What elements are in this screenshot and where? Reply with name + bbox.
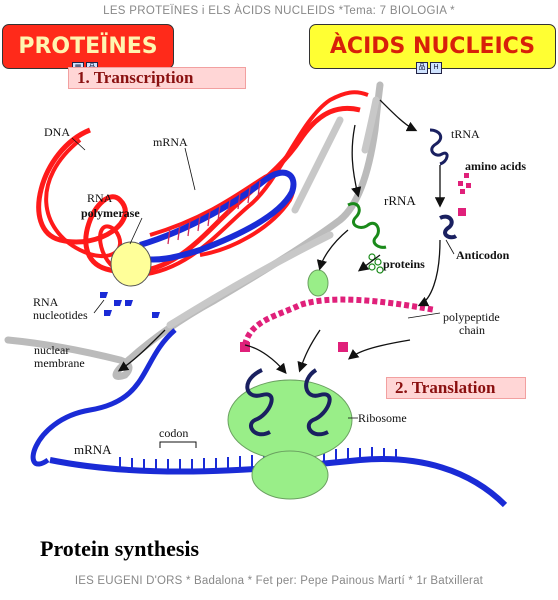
rna-polymerase <box>110 241 152 287</box>
translation-banner: 2. Translation <box>386 377 526 399</box>
amino-acid-chain <box>240 342 348 352</box>
page-title: LES PROTEÏNES i ELS ÀCIDS NUCLEIDS *Tema… <box>103 5 455 17</box>
sitemap-icon[interactable]: 品 <box>416 62 428 74</box>
ribosome-small-subunit <box>251 450 329 500</box>
label-proteins: proteins <box>383 257 425 271</box>
leader-lines <box>71 137 455 419</box>
nuclear-pore-bar <box>361 96 380 154</box>
mrna-bottom-strand <box>49 456 508 508</box>
label-polypeptide-1: polypeptide <box>443 310 500 324</box>
nuclear-pore-bar <box>291 116 344 214</box>
label-codon: codon <box>159 426 189 440</box>
process-arrows <box>117 99 446 374</box>
label-amino-acids: amino acids <box>465 159 527 173</box>
label-mrna-top: mRNA <box>153 135 188 149</box>
rna-nucleotides <box>100 292 160 318</box>
mrna-cytoplasm-strand <box>30 328 177 467</box>
right-icon-group: 品 H <box>416 62 442 74</box>
ribosome-subunit-small <box>307 269 329 297</box>
trna-with-anticodon <box>439 214 458 240</box>
label-polypeptide-2: chain <box>459 323 485 337</box>
label-rna-nucleotides-2: nucleotides <box>33 308 88 322</box>
trna-strand <box>429 128 449 166</box>
label-rna-nucleotides-1: RNA <box>33 295 59 309</box>
transcription-banner: 1. Transcription <box>68 67 246 89</box>
codon-bracket <box>159 441 197 448</box>
label-ribosome: Ribosome <box>358 411 407 425</box>
polypeptide-chain <box>242 296 436 346</box>
label-rna-polymerase-2: polymerase <box>81 206 140 220</box>
rrna-strand <box>347 202 387 249</box>
html-icon[interactable]: H <box>430 62 442 74</box>
label-rrna: rRNA <box>384 193 416 208</box>
amino-acid <box>458 208 466 216</box>
label-nuclear-membrane-2: membrane <box>34 356 85 370</box>
label-mrna-bottom: mRNA <box>74 442 112 457</box>
label-trna: tRNA <box>451 127 480 141</box>
label-anticodon: Anticodon <box>456 248 510 262</box>
footer-credits: IES EUGENI D'ORS * Badalona * Fet per: P… <box>74 575 484 587</box>
trna-in-ribosome <box>304 368 332 437</box>
label-nuclear-membrane-1: nuclear <box>34 343 70 357</box>
amino-acids-cluster <box>458 173 471 194</box>
proteins-cluster <box>368 253 384 274</box>
nuclear-pore-bar <box>166 231 334 329</box>
label-rna-polymerase-1: RNA <box>87 191 113 205</box>
base-pairs <box>167 180 261 245</box>
mrna-strand <box>139 169 297 263</box>
diagram-caption: Protein synthesis <box>40 536 200 561</box>
label-dna: DNA <box>44 125 70 139</box>
trna-in-ribosome <box>245 368 274 437</box>
